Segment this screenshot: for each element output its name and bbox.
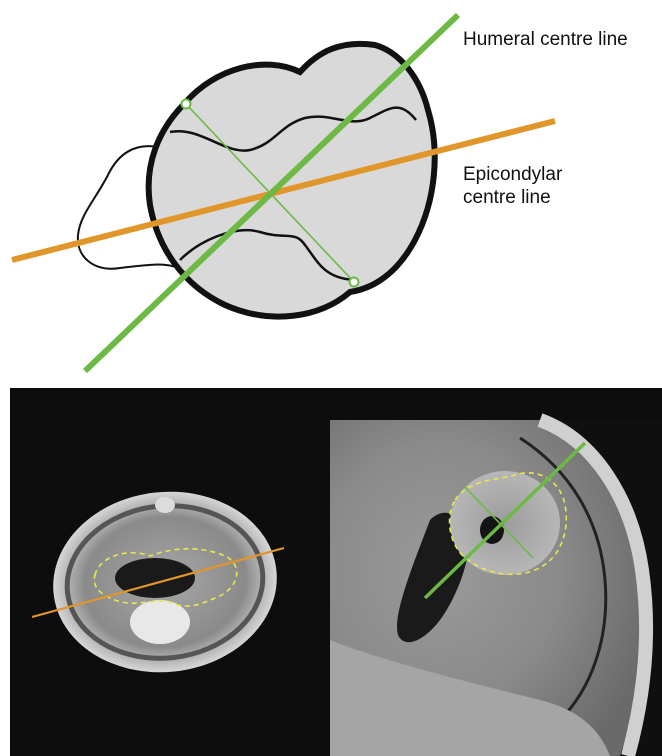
mri-left-top-structure [155, 497, 175, 513]
mri-right-panel [330, 420, 662, 756]
epicondylar-centre-line-label: Epicondylar centre line [463, 163, 623, 209]
mri-left-bright-muscle [130, 600, 190, 644]
diameter-endpoint-top [182, 100, 191, 109]
bone-outline [149, 44, 435, 317]
diameter-endpoint-bottom [350, 278, 359, 287]
humeral-centre-line-label: Humeral centre line [463, 28, 628, 51]
epicondylar-label-line-2: centre line [463, 186, 623, 209]
epicondylar-label-line-1: Epicondylar [463, 163, 623, 186]
